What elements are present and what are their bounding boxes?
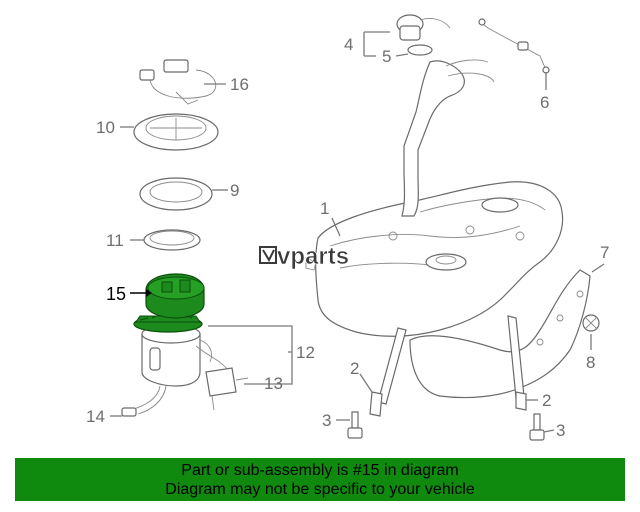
callout-6: 6 bbox=[540, 93, 549, 112]
filler-neck bbox=[396, 14, 495, 217]
callout-2-left: 2 bbox=[350, 359, 359, 378]
callout-8: 8 bbox=[586, 353, 595, 372]
banner-line-1: Part or sub-assembly is #15 in diagram bbox=[181, 462, 459, 479]
callout-11: 11 bbox=[106, 231, 124, 250]
callout-1: 1 bbox=[320, 199, 329, 218]
strap-right bbox=[507, 315, 527, 411]
hose bbox=[121, 385, 167, 417]
callout-9: 9 bbox=[230, 181, 239, 200]
callout-2-right: 2 bbox=[542, 391, 551, 410]
callout-3-left: 3 bbox=[322, 411, 331, 430]
gasket bbox=[139, 177, 213, 211]
info-banner: Part or sub-assembly is #15 in diagram D… bbox=[15, 458, 625, 501]
vparts-wordmark: vparts bbox=[277, 243, 349, 270]
callout-15: 15 bbox=[106, 284, 126, 304]
bolt-left bbox=[347, 411, 363, 439]
vparts-logo: vparts bbox=[259, 243, 349, 270]
callout-14: 14 bbox=[86, 407, 105, 426]
leader-arrow-15 bbox=[146, 289, 152, 297]
callout-7: 7 bbox=[600, 243, 609, 262]
callout-3-right: 3 bbox=[556, 421, 565, 440]
callout-13: 13 bbox=[264, 374, 283, 393]
fuel-tank bbox=[305, 181, 564, 337]
callout-16: 16 bbox=[230, 75, 249, 94]
lock-ring bbox=[133, 113, 219, 151]
seal bbox=[143, 229, 201, 251]
pump-bracket bbox=[205, 367, 249, 411]
strap-left bbox=[369, 327, 407, 417]
callout-12: 12 bbox=[296, 343, 315, 362]
grommet bbox=[582, 314, 600, 332]
callout-5: 5 bbox=[382, 47, 391, 66]
sensor bbox=[478, 18, 550, 74]
wiring-harness bbox=[139, 59, 217, 105]
callout-10: 10 bbox=[96, 118, 115, 137]
callout-4: 4 bbox=[344, 35, 353, 54]
leader-lines bbox=[110, 31, 605, 433]
bolt-right bbox=[529, 413, 545, 441]
fuel-pump-module-highlighted[interactable] bbox=[133, 273, 205, 333]
banner-line-2: Diagram may not be specific to your vehi… bbox=[165, 481, 475, 498]
